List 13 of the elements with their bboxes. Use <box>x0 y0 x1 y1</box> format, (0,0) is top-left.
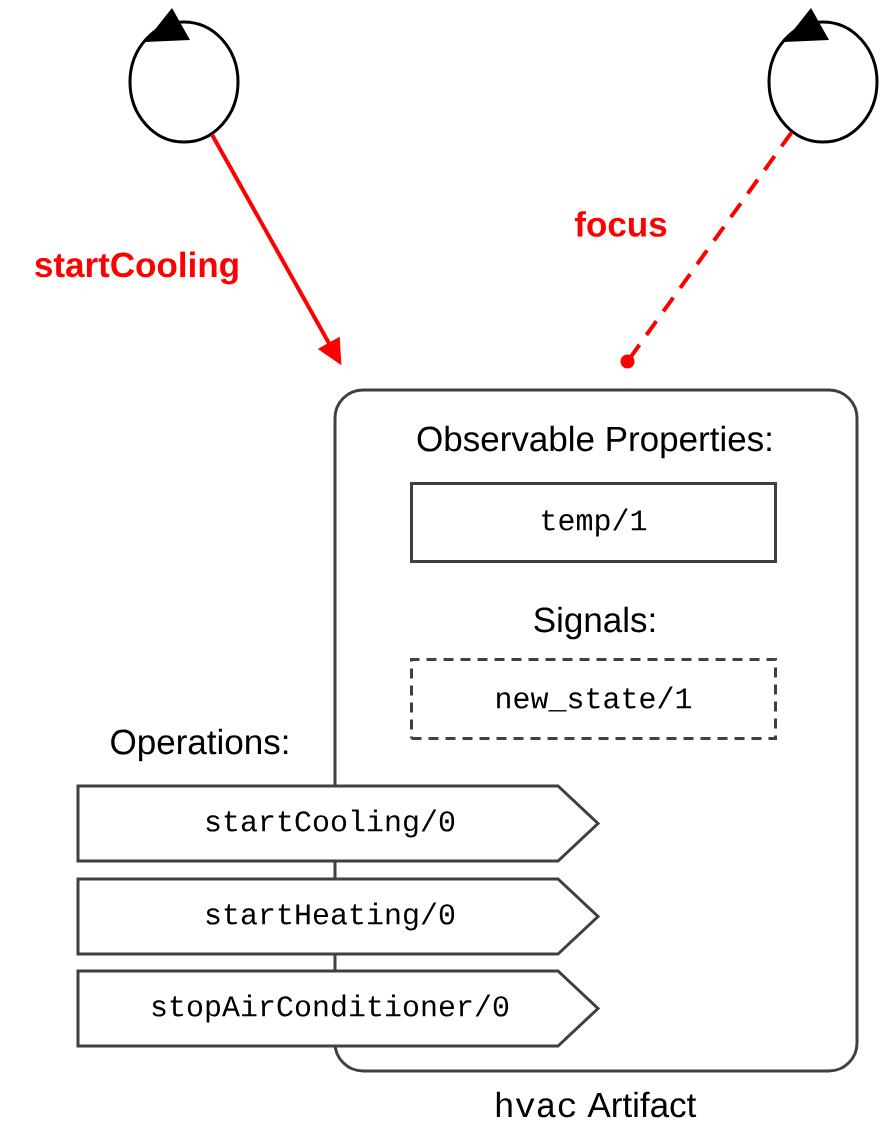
cycle-circle <box>128 8 240 144</box>
signal-box: new_state/1 <box>410 658 777 740</box>
operation-tag: stopAirConditioner/0 <box>76 969 601 1048</box>
cycle-circle <box>767 8 879 144</box>
property-box: temp/1 <box>410 482 777 563</box>
artifact-caption: hvac Artifact <box>496 1091 697 1118</box>
edge-label: focus <box>573 210 669 238</box>
edge-label: startCooling <box>32 250 242 286</box>
arrow <box>620 131 794 369</box>
section-heading: Observable Properties: <box>417 425 771 459</box>
section-heading: Signals: <box>534 606 655 640</box>
operation-tag: startHeating/0 <box>76 877 601 956</box>
operation-tag: startCooling/0 <box>76 784 601 863</box>
